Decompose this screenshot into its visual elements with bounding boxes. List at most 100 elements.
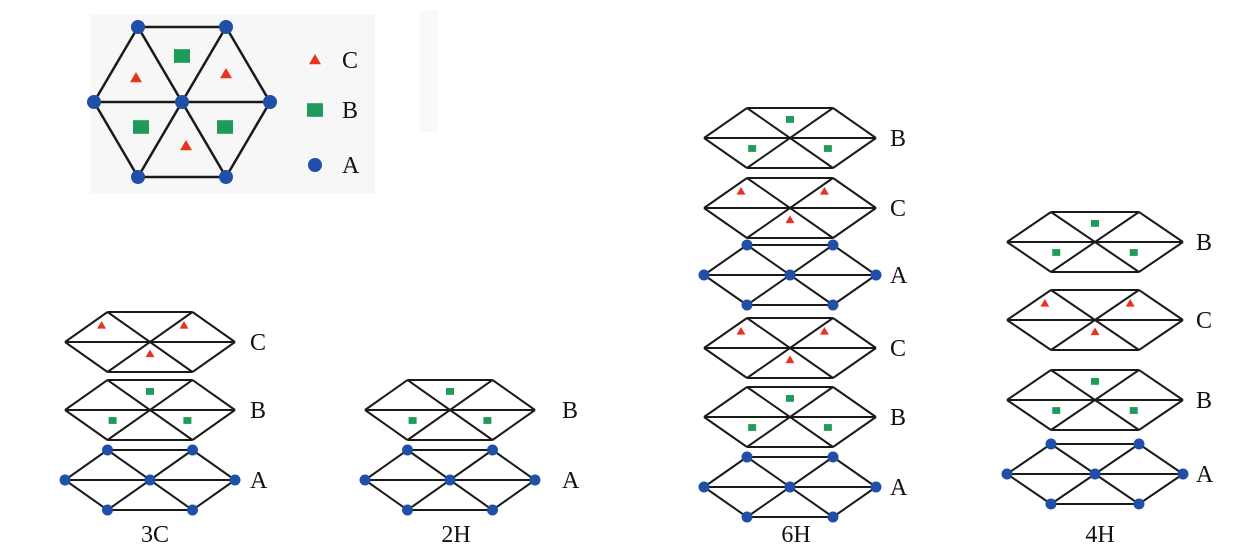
lattice-line (64, 409, 109, 441)
legend-hexagon (87, 20, 277, 184)
lattice-line (703, 386, 748, 418)
lattice-line (106, 379, 194, 441)
layer-b: B (64, 379, 266, 441)
atom-b-marker (108, 417, 117, 424)
lattice-line (703, 274, 748, 306)
atom-b-marker (748, 424, 757, 431)
atom-a-marker (741, 299, 753, 311)
layer-a: A (698, 239, 908, 311)
lattice-line (832, 207, 877, 239)
atom-b-marker (1129, 249, 1138, 256)
legend-item-c: C (309, 48, 358, 74)
lattice-line (832, 107, 877, 139)
lattice-line (832, 274, 877, 306)
lattice-line (92, 101, 140, 178)
lattice-line (703, 486, 748, 518)
layer-c: C (703, 317, 906, 379)
atom-a-marker (402, 444, 413, 456)
lattice-line (1138, 399, 1184, 431)
atom-b-marker (1091, 220, 1099, 227)
atom-a-marker (741, 451, 753, 463)
lattice-line (1050, 211, 1140, 273)
atom-a-marker (1133, 498, 1145, 510)
layer-label: A (562, 468, 580, 494)
lattice-line (1006, 211, 1052, 243)
lattice-line (92, 26, 140, 103)
lattice-line (703, 137, 748, 169)
atom-a-marker (827, 239, 839, 251)
lattice-line (491, 449, 536, 481)
lattice-line (1006, 369, 1052, 401)
atom-a-marker (1177, 468, 1189, 480)
atom-a-marker (219, 20, 233, 34)
atom-c-marker (736, 187, 746, 195)
faint-artifact (420, 10, 438, 132)
lattice-line (191, 379, 236, 411)
lattice-line (191, 479, 236, 511)
atom-b-marker (823, 424, 832, 431)
atom-c-marker (180, 140, 192, 151)
lattice-line (832, 456, 877, 488)
layer-label: C (890, 336, 906, 362)
lattice-line (1006, 289, 1052, 321)
lattice-line (703, 244, 748, 276)
atom-a-marker (308, 158, 322, 172)
layer-b: B (1006, 369, 1212, 431)
atom-c-marker (145, 349, 155, 358)
lattice-line (491, 479, 536, 511)
layer-b: B (364, 379, 578, 441)
lattice-line (406, 379, 494, 441)
layer-a: A (59, 444, 268, 516)
lattice-line (64, 479, 109, 511)
layer-a: A (698, 451, 908, 523)
layer-label: B (1196, 388, 1212, 414)
atom-a-marker (698, 481, 710, 493)
lattice-line (1138, 319, 1184, 351)
lattice-line (832, 347, 877, 379)
atom-b-marker (483, 417, 492, 424)
polytype-caption: 6H (781, 522, 810, 548)
atom-b-marker (1129, 407, 1138, 414)
legend-background (90, 15, 375, 193)
atom-a-marker (187, 444, 198, 456)
lattice-line (491, 409, 536, 441)
lattice-line (703, 456, 748, 488)
atom-a-marker (102, 444, 113, 456)
atom-b-marker (217, 120, 233, 134)
lattice-line (64, 379, 109, 411)
atom-a-marker (741, 239, 753, 251)
layer-a: A (1001, 438, 1214, 510)
atom-a-marker (1089, 468, 1101, 480)
lattice-line (1050, 369, 1140, 431)
lattice-line (1006, 319, 1052, 351)
layer-label: A (250, 468, 268, 494)
lattice-line (1006, 473, 1052, 505)
atom-a-marker (144, 474, 156, 486)
lattice-line (1138, 443, 1184, 475)
atom-b-marker (446, 388, 454, 395)
atom-a-marker (784, 481, 796, 493)
layer-b: B (703, 386, 906, 448)
lattice-line (703, 416, 748, 448)
atom-c-marker (220, 68, 232, 79)
atom-b-marker (786, 116, 794, 123)
atom-a-marker (827, 511, 839, 523)
atom-a-marker (263, 95, 277, 109)
atom-a-marker (827, 299, 839, 311)
atom-b-marker (183, 417, 192, 424)
lattice-line (832, 317, 877, 349)
lattice-line (1006, 399, 1052, 431)
lattice-line (364, 449, 409, 481)
lattice-line (1006, 443, 1052, 475)
atom-a-marker (529, 474, 541, 486)
legend-item-a: A (308, 153, 360, 179)
lattice-line (703, 317, 748, 349)
lattice-line (224, 26, 272, 103)
atom-b-marker (1091, 378, 1099, 385)
atom-a-marker (444, 474, 456, 486)
